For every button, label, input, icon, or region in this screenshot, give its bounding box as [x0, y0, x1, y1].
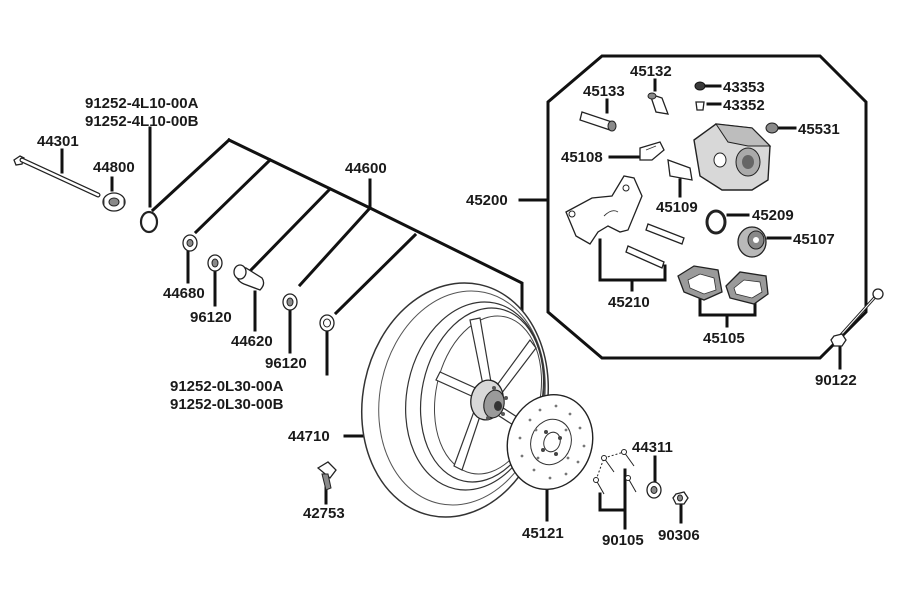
- label-45531: 45531: [798, 121, 840, 138]
- bearing-lower: [282, 293, 298, 311]
- piston-seal: [705, 209, 727, 235]
- label-90105: 90105: [602, 532, 644, 549]
- label-44800: 44800: [93, 159, 135, 176]
- part-number-labels: 91252-4L10-00A 91252-4L10-00B 44301 4480…: [37, 63, 857, 549]
- label-90306: 90306: [658, 527, 700, 544]
- slide-pin-45132: [647, 92, 670, 115]
- label-96120-lower: 96120: [265, 355, 307, 372]
- label-44710: 44710: [288, 428, 330, 445]
- brake-disc: [506, 393, 594, 491]
- axle-nut: [102, 192, 126, 212]
- label-45105: 45105: [703, 330, 745, 347]
- leader-lines: [60, 78, 842, 530]
- pad-spring: [639, 141, 665, 161]
- label-43353: 43353: [723, 79, 765, 96]
- caliper-body: [693, 123, 772, 191]
- label-44680: 44680: [163, 285, 205, 302]
- label-91252-0l30-00a: 91252-0L30-00A: [170, 378, 284, 395]
- mounting-bolt: [830, 288, 884, 347]
- disc-bolts: [593, 449, 637, 495]
- caliper-pins: [625, 223, 685, 269]
- caliper-piston: [737, 226, 767, 258]
- label-45200: 45200: [466, 192, 508, 209]
- label-44301: 44301: [37, 133, 79, 150]
- caliper-bracket: [565, 175, 643, 245]
- label-45107: 45107: [793, 231, 835, 248]
- slide-pin-45133: [579, 111, 617, 132]
- label-45109: 45109: [656, 199, 698, 216]
- label-42753: 42753: [303, 505, 345, 522]
- bearing-upper: [207, 254, 223, 272]
- label-45209: 45209: [752, 207, 794, 224]
- distance-collar: [233, 264, 265, 291]
- pad-retainer: [667, 159, 693, 181]
- label-96120-upper: 96120: [190, 309, 232, 326]
- bleeder-cap: [694, 81, 706, 111]
- hex-nut: [672, 491, 689, 505]
- caliper-group-outline: [546, 54, 868, 360]
- axle-collar: [646, 481, 662, 499]
- o-ring-upper: [139, 210, 159, 234]
- label-91252-0l30-00b: 91252-0L30-00B: [170, 396, 284, 413]
- label-90122: 90122: [815, 372, 857, 389]
- label-45132: 45132: [630, 63, 672, 80]
- label-44600: 44600: [345, 160, 387, 177]
- label-45108: 45108: [561, 149, 603, 166]
- o-ring-lower: [319, 314, 335, 332]
- label-44620: 44620: [231, 333, 273, 350]
- tire-valve: [316, 461, 337, 491]
- label-45121: 45121: [522, 525, 564, 542]
- collar: [182, 234, 198, 252]
- caliper-plug: [765, 122, 779, 134]
- label-91252-4l10-00b: 91252-4L10-00B: [85, 113, 199, 130]
- label-45210: 45210: [608, 294, 650, 311]
- axle-shaft: [13, 155, 101, 198]
- label-43352: 43352: [723, 97, 765, 114]
- label-45133: 45133: [583, 83, 625, 100]
- brake-pads: [677, 265, 769, 305]
- label-91252-4l10-00a: 91252-4L10-00A: [85, 95, 199, 112]
- label-44311: 44311: [632, 439, 673, 456]
